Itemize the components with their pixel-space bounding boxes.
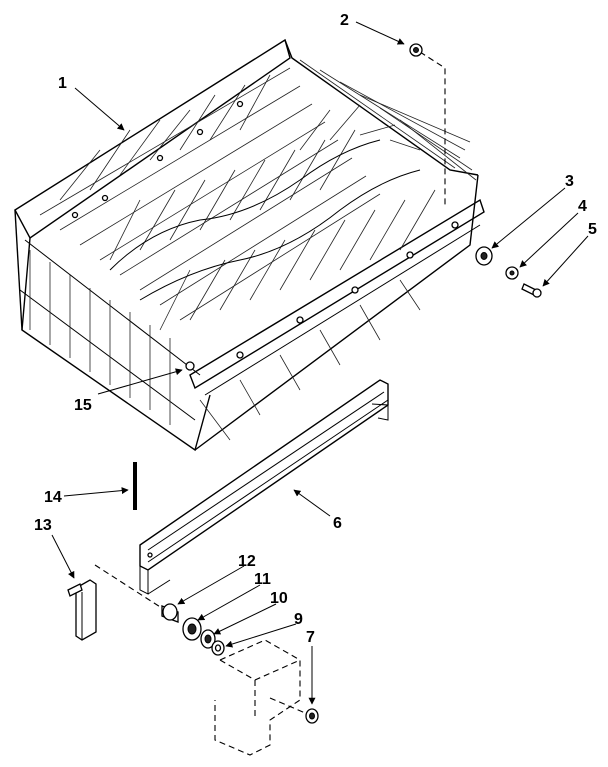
callout-6: 6: [333, 515, 342, 532]
callout-15: 15: [74, 397, 92, 414]
leader-lines: [51, 21, 589, 705]
part-4-washer: [505, 266, 519, 280]
callout-5: 5: [588, 221, 597, 238]
part-9-washer: [211, 640, 225, 656]
callout-1: 1: [58, 75, 67, 92]
callout-14: 14: [44, 489, 62, 506]
part-13-bracket: [67, 579, 97, 641]
callout-13: 13: [34, 517, 52, 534]
dish-rack: [14, 38, 485, 452]
part-7-nut: [305, 708, 319, 724]
callout-3: 3: [565, 173, 574, 190]
callout-9: 9: [294, 611, 303, 628]
part-2-bumper: [409, 43, 423, 57]
part-10-washer: [200, 629, 216, 649]
part-14-strip: [133, 462, 137, 510]
part-6-rail: [139, 379, 389, 595]
callout-12: 12: [238, 553, 256, 570]
part-12-roller-axle: [161, 603, 179, 623]
part-5-screw: [521, 283, 542, 298]
part-11-wheel: [182, 617, 202, 641]
callout-10: 10: [270, 590, 288, 607]
callout-11: 11: [254, 571, 271, 588]
callout-2: 2: [340, 12, 349, 29]
callout-7: 7: [306, 629, 315, 646]
callout-4: 4: [578, 198, 587, 215]
part-3-roller: [475, 246, 493, 266]
mount-bracket-outline: [214, 639, 311, 756]
